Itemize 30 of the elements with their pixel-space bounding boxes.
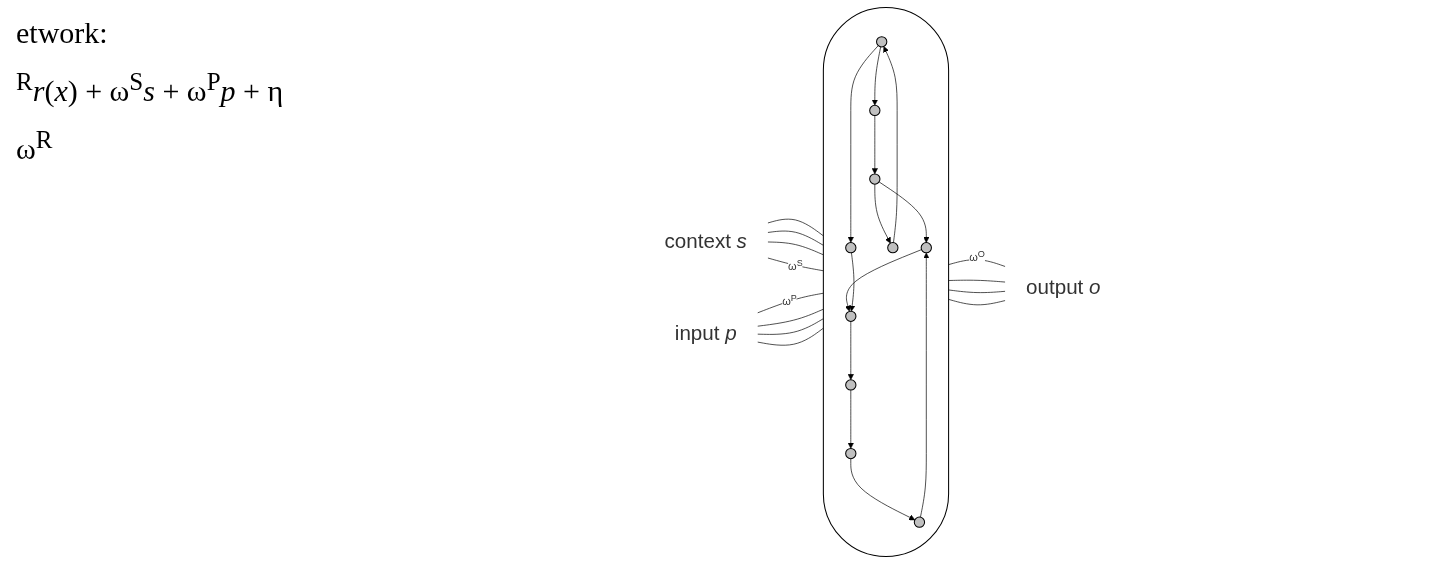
connector — [767, 257, 824, 272]
connector — [948, 299, 1006, 306]
edge-label: ω$^{S}$ — [788, 257, 803, 273]
equation: $^{R}$r(x) + ω$^{S}$s + ω$^{P}$p + η — [16, 68, 285, 108]
connector — [756, 318, 824, 335]
node-text: context s — [664, 229, 747, 252]
node-circle — [913, 516, 926, 528]
cluster — [822, 7, 950, 557]
node-circle — [845, 242, 857, 254]
text-label: etwork: — [16, 16, 109, 50]
connector — [948, 289, 1006, 293]
edge-label: ω$^{P}$ — [782, 292, 797, 308]
text-label: ω$^{R}$ — [16, 126, 54, 166]
connector — [948, 279, 1006, 283]
node-circle — [845, 379, 857, 391]
connector — [767, 218, 824, 237]
connector — [756, 308, 824, 327]
node-circle — [845, 310, 857, 322]
edge-label: ω$^{O}$ — [969, 248, 985, 264]
node-circle — [876, 36, 888, 48]
node-circle — [920, 242, 932, 254]
node-circle — [869, 104, 881, 117]
connector — [756, 327, 824, 346]
node-circle — [887, 242, 899, 254]
connector — [767, 241, 824, 256]
node-circle — [845, 447, 857, 460]
node-text: input p — [674, 321, 737, 345]
node-text: output o — [1026, 275, 1101, 299]
connector — [767, 230, 824, 246]
node-circle — [869, 173, 881, 185]
